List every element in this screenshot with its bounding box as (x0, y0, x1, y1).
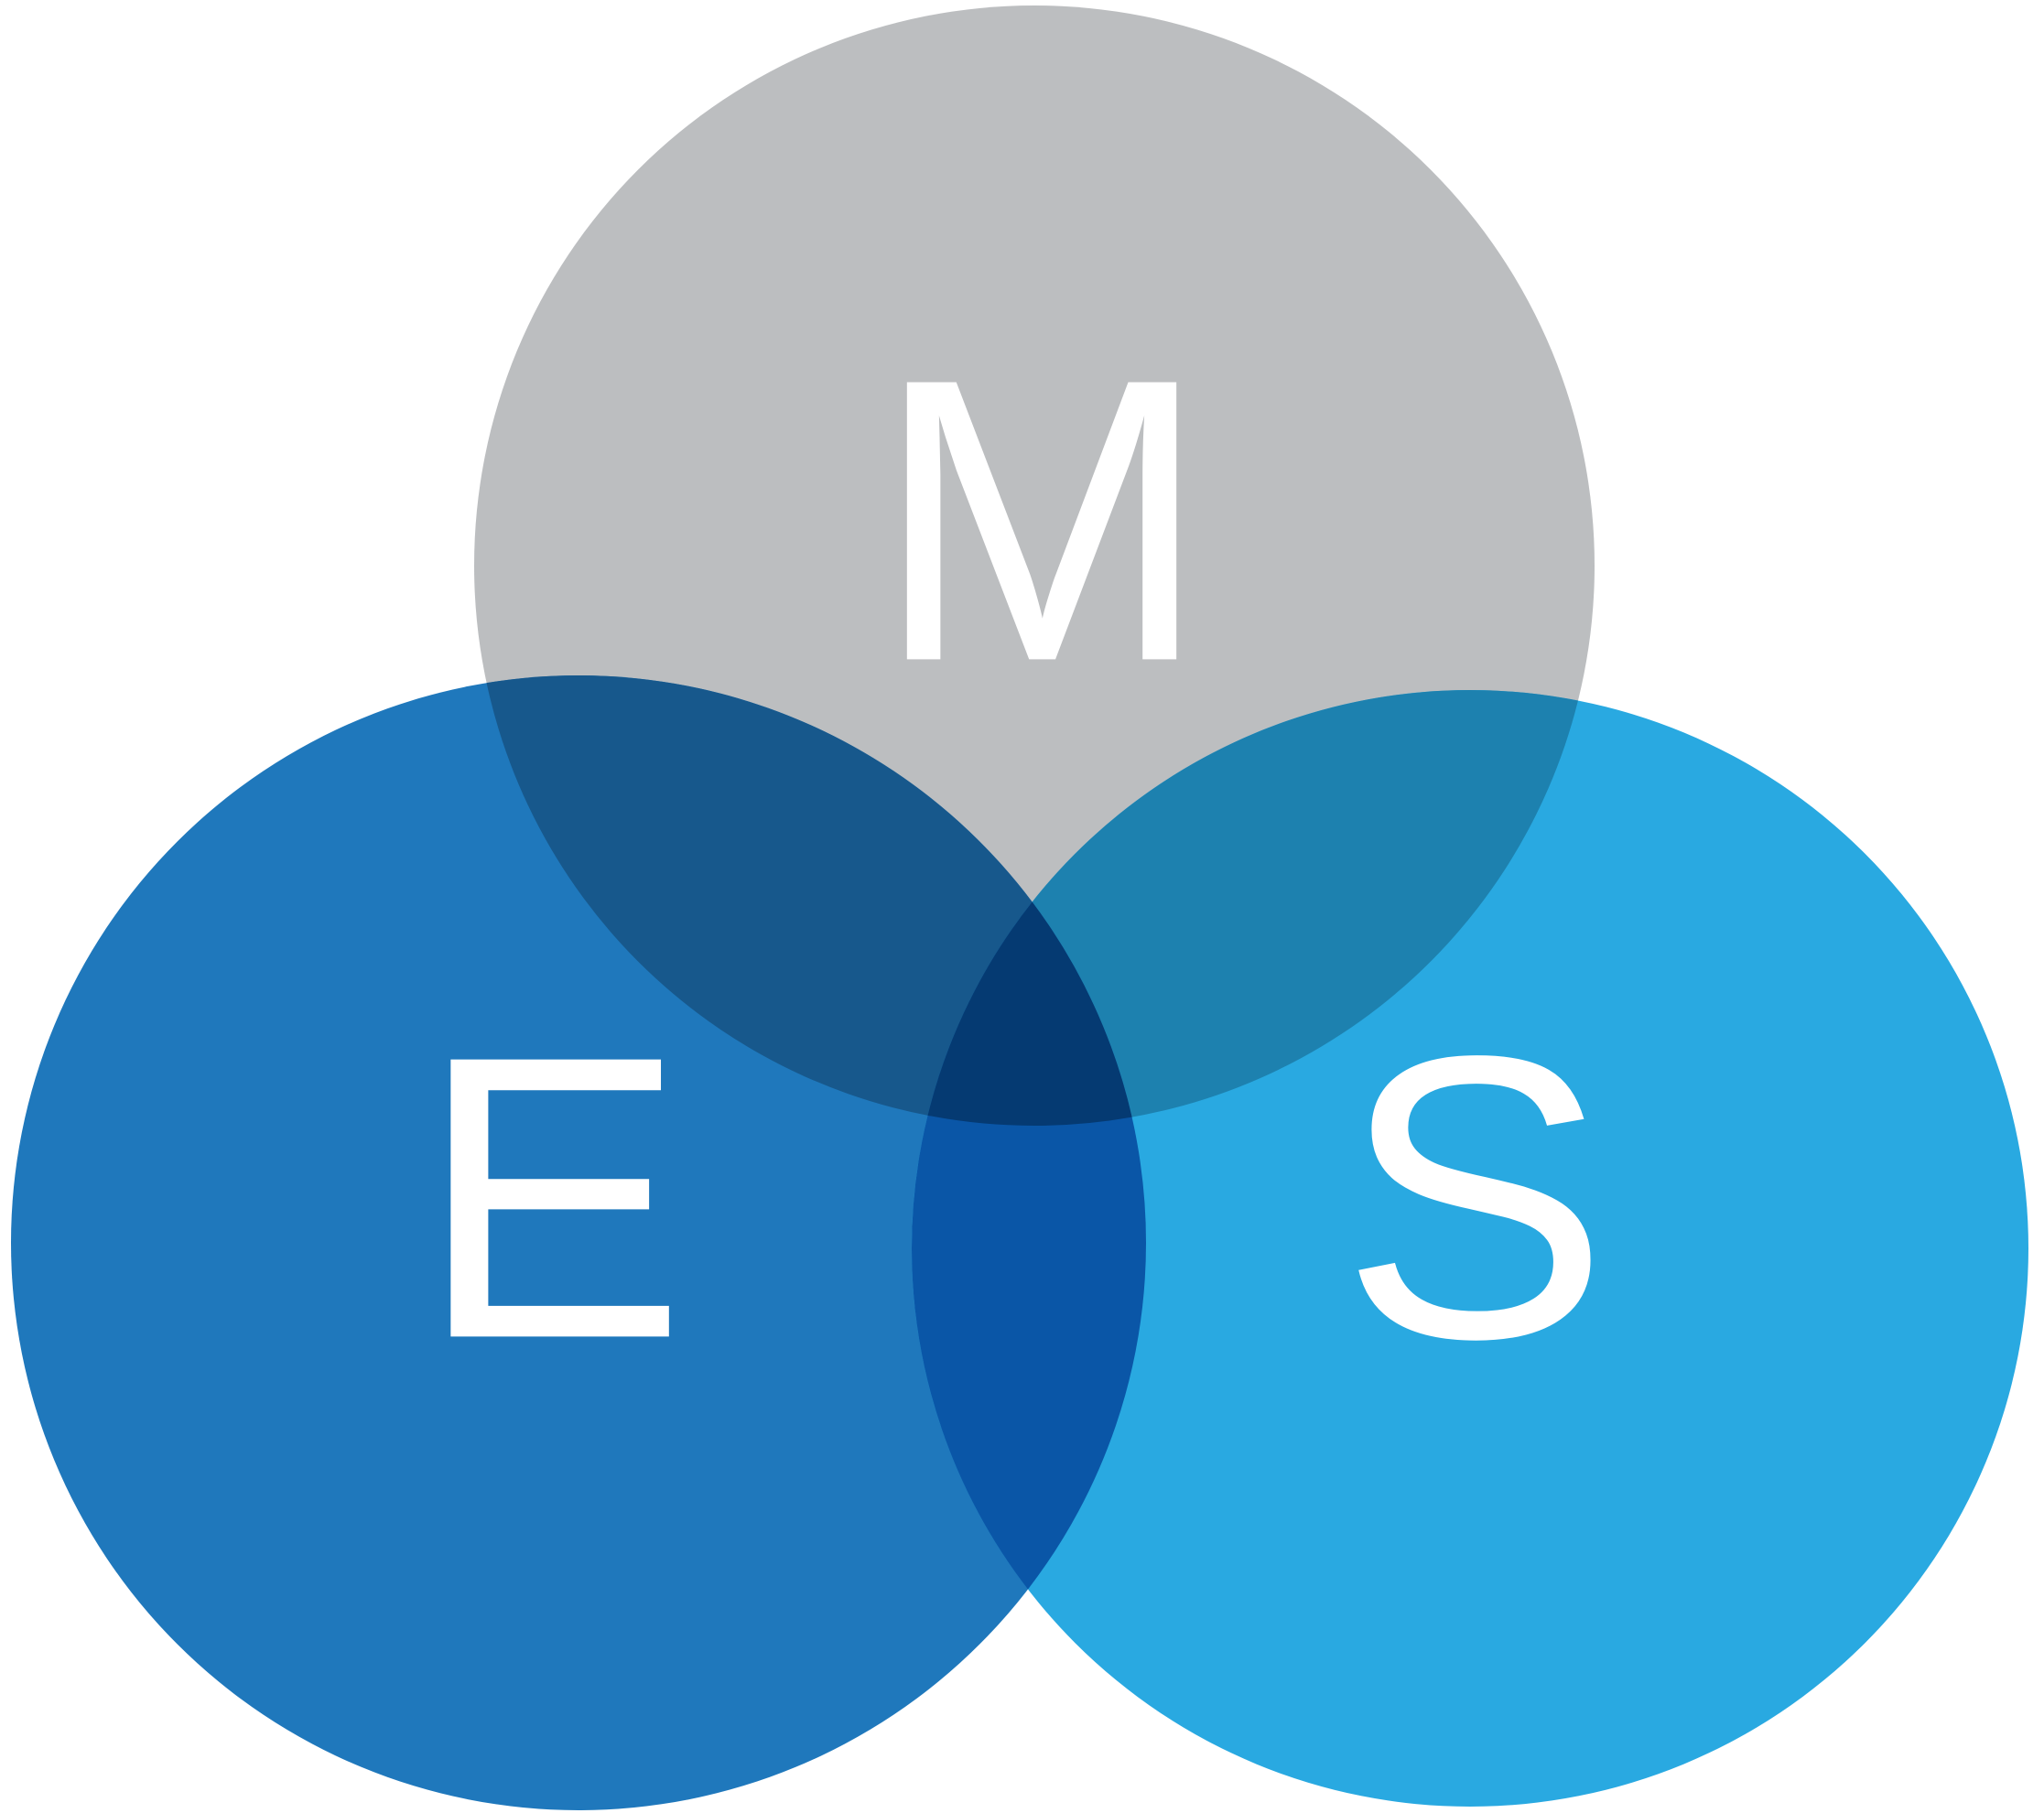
venn-label-e: E (417, 973, 686, 1422)
venn-label-m: M (874, 296, 1210, 745)
venn-label-s: S (1340, 973, 1608, 1422)
